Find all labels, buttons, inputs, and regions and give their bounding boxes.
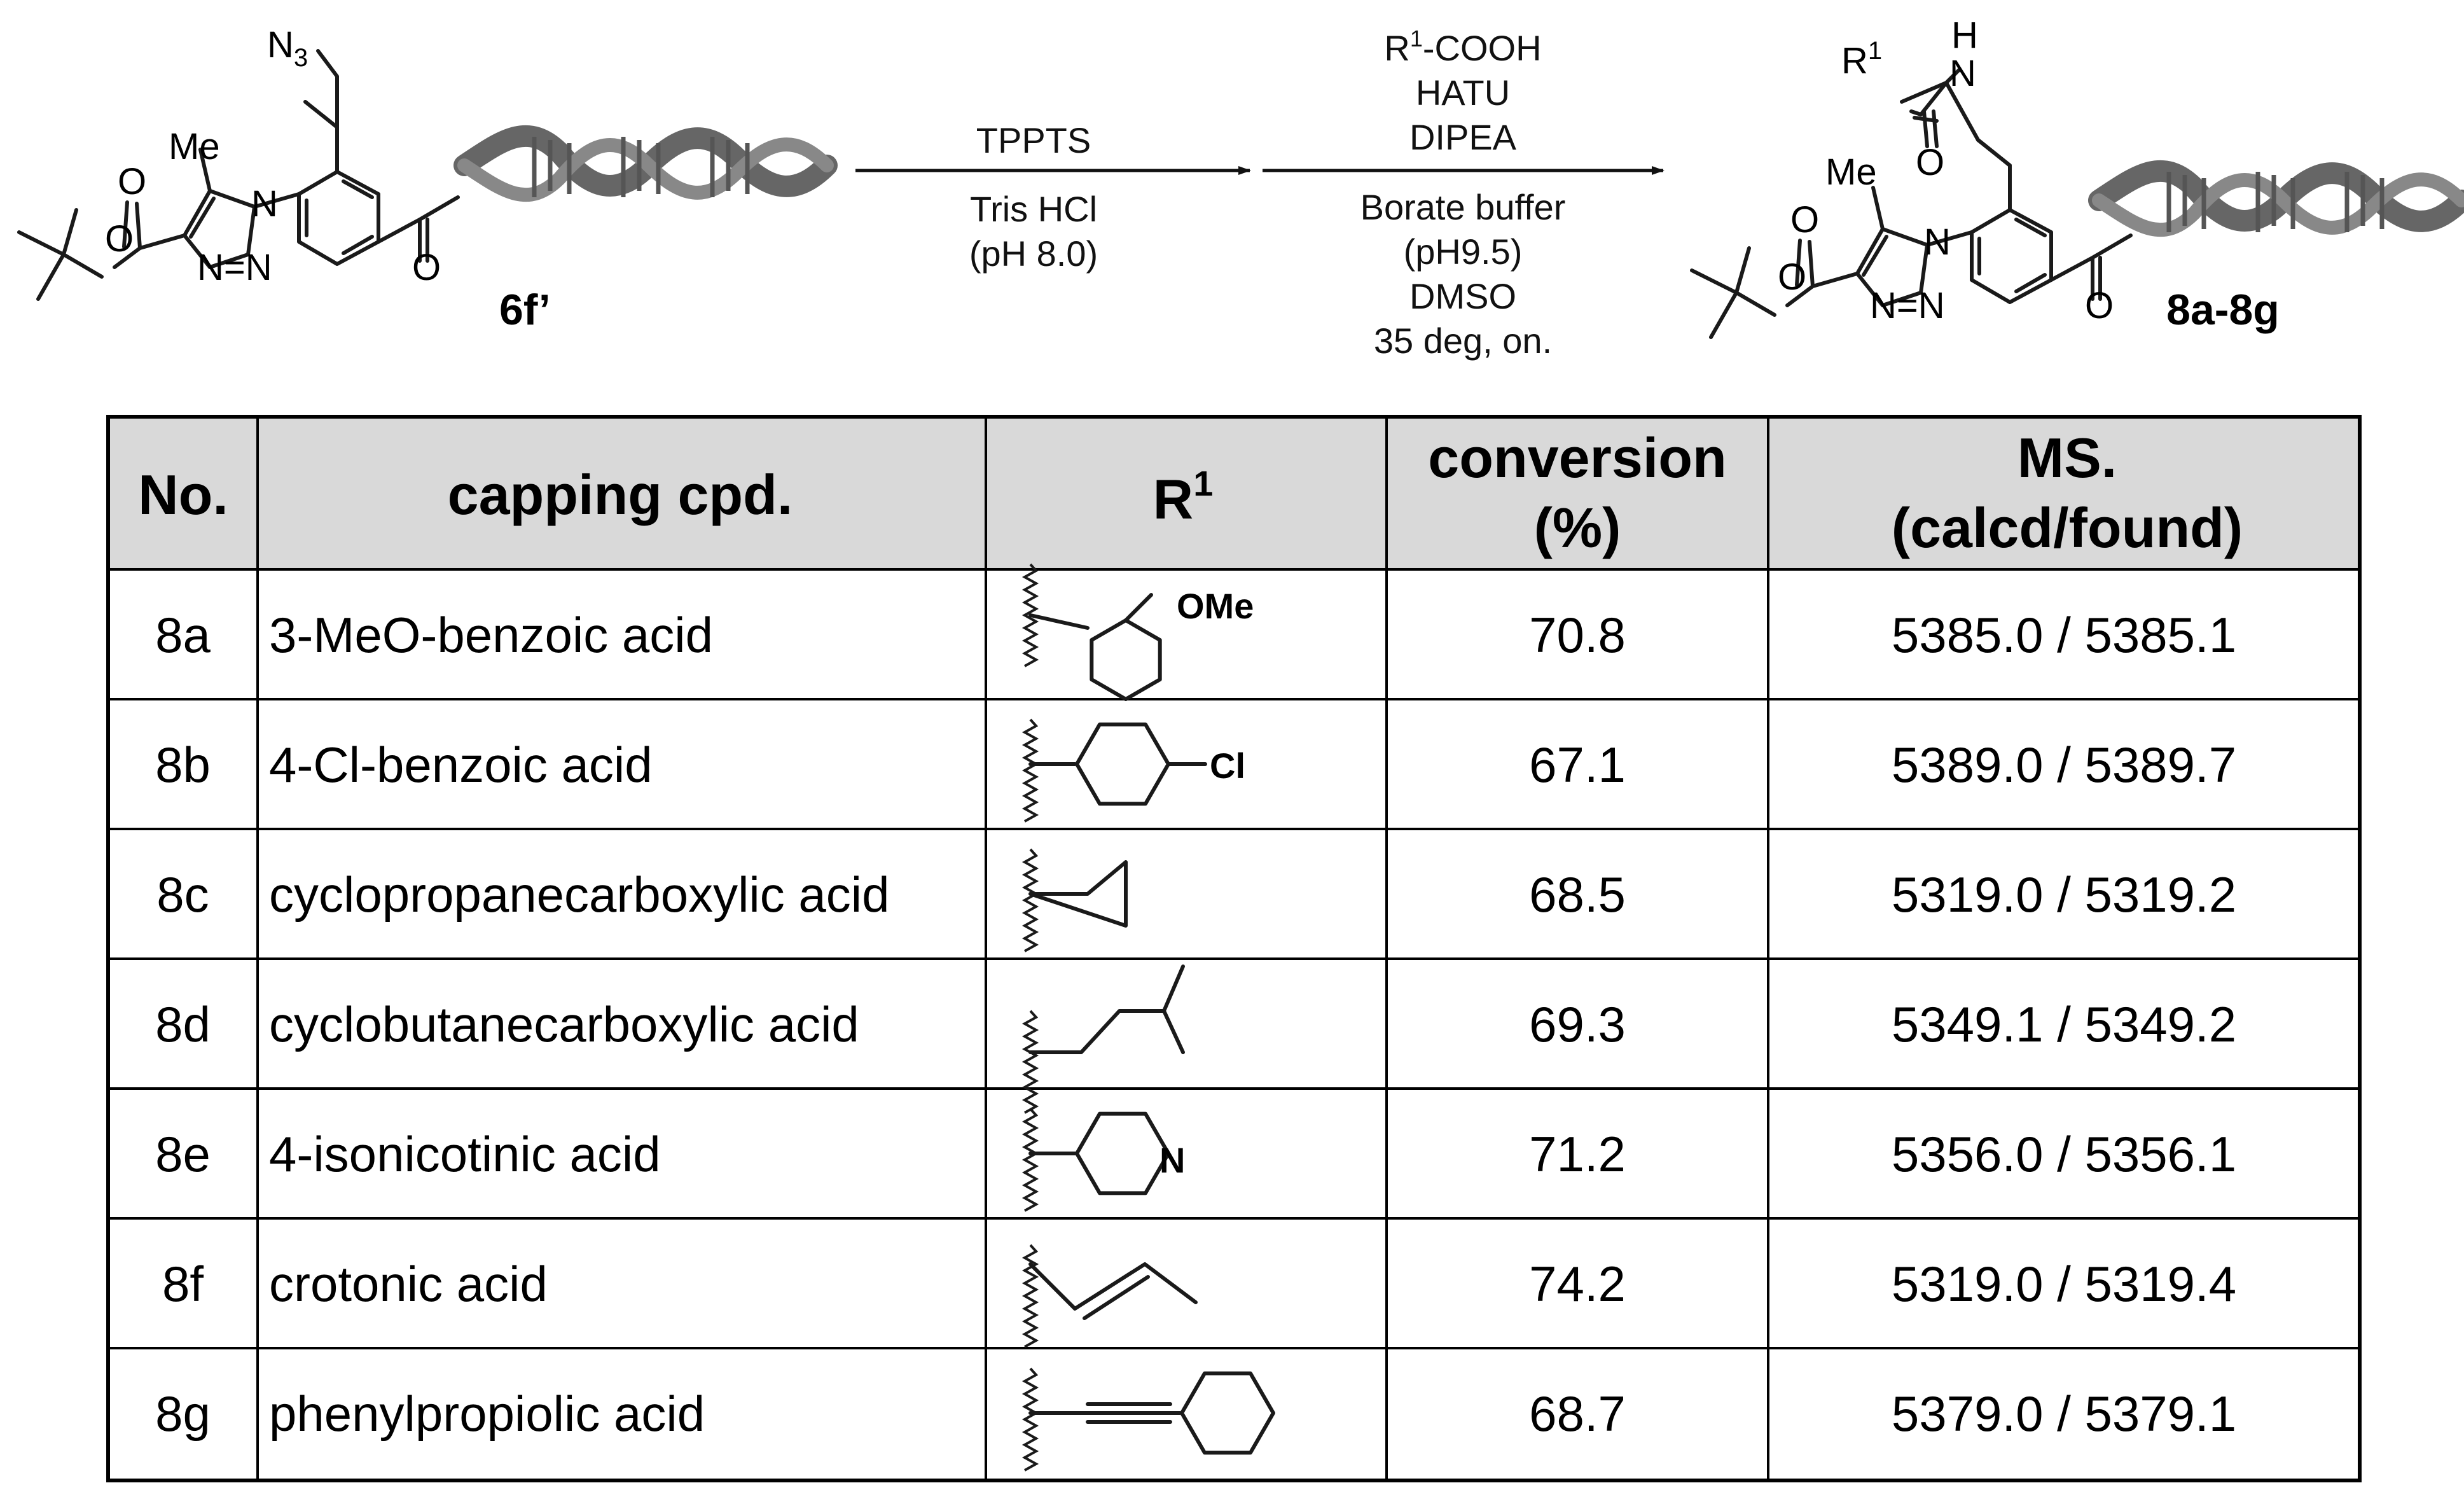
table-border <box>106 415 2362 1482</box>
attachment-wavy-bond <box>1021 1244 1039 1348</box>
cell-ms: 5385.0 / 5385.1 <box>1892 607 2236 663</box>
r1-methoxy-label: OMe <box>1177 586 1254 626</box>
header-ms-detail: (calcd/found) <box>1892 496 2243 559</box>
product-methyl-label: Me <box>1825 151 1877 193</box>
product-ester-oxygen: O <box>1778 256 1806 298</box>
table-row: 8g phenylpropiolic acid 68.7 5379.0 / 5379.… <box>155 1367 2236 1472</box>
table-header-background <box>108 417 2360 569</box>
cell-no: 8e <box>155 1126 211 1182</box>
cell-capping-compound: cyclobutanecarboxylic acid <box>269 996 859 1052</box>
product-amide-h: H <box>1951 15 1978 56</box>
step2-base: DIPEA <box>1409 117 1517 157</box>
step1-reagent: TPPTS <box>976 120 1091 160</box>
table-grid <box>108 417 2360 1480</box>
cell-ms: 5349.1 / 5349.2 <box>1892 996 2236 1052</box>
header-capping: capping cpd. <box>448 463 793 526</box>
attachment-wavy-bond <box>1021 848 1039 952</box>
table-row: 8f crotonic acid 74.2 5319.0 / 5319.4 <box>162 1244 2236 1348</box>
compound-label-6f: 6f’ <box>499 286 551 334</box>
table-row: 8d cyclobutanecarboxylic acid 69.3 5349.1 /… <box>155 964 2236 1114</box>
triazole-n1-label: N <box>251 183 278 225</box>
r1-chloro-label: Cl <box>1210 746 1245 786</box>
step2-conditions: 35 deg, on. <box>1374 321 1552 361</box>
cell-conversion: 71.2 <box>1529 1126 1626 1182</box>
carbonyl-oxygen-label: O <box>118 161 146 202</box>
table-row: 8a 3-MeO-benzoic acid OMe 70.8 5385.0 / 5385… <box>155 563 2236 701</box>
cell-no: 8a <box>155 607 211 663</box>
cell-conversion: 69.3 <box>1529 996 1626 1052</box>
cell-r1-structure <box>1021 848 1128 952</box>
attachment-wavy-bond <box>1021 1010 1039 1114</box>
product-r1-label: R1 <box>1841 37 1882 81</box>
cell-r1-structure <box>1021 1367 1275 1472</box>
cell-ms: 5389.0 / 5389.7 <box>1892 737 2236 793</box>
table-row: 8e 4-isonicotinic acid N 71.2 5356.0 / 5356.… <box>155 1108 2236 1212</box>
cell-no: 8f <box>162 1256 204 1312</box>
azide-label: N3 <box>267 24 308 72</box>
step1-buffer: Tris HCl <box>970 189 1097 229</box>
attachment-wavy-bond <box>1021 718 1039 823</box>
cell-no: 8d <box>155 996 211 1052</box>
cell-conversion: 68.5 <box>1529 867 1626 923</box>
table-body: 8a 3-MeO-benzoic acid OMe 70.8 5385.0 / 5385… <box>155 563 2236 1472</box>
header-no: No. <box>138 463 228 526</box>
cell-conversion: 67.1 <box>1529 737 1626 793</box>
cell-r1-structure: Cl <box>1021 718 1245 823</box>
product-triazole-n-labels: N=N <box>1870 285 1945 326</box>
table-row: 8b 4-Cl-benzoic acid Cl 67.1 5389.0 / 5389.7 <box>155 718 2236 823</box>
product-carbonyl-oxygen: O <box>1790 199 1819 240</box>
cell-r1-structure: N <box>1021 1108 1185 1212</box>
attachment-wavy-bond <box>1021 563 1039 667</box>
header-ms: MS. <box>2018 426 2117 489</box>
cell-conversion: 70.8 <box>1529 607 1626 663</box>
header-conversion-unit: (%) <box>1534 496 1621 559</box>
header-conversion: conversion <box>1428 426 1726 489</box>
dna-helix-icon <box>464 136 827 197</box>
cell-capping-compound: 3-MeO-benzoic acid <box>269 607 713 663</box>
step2-solvent: DMSO <box>1409 276 1516 316</box>
cell-no: 8b <box>155 737 211 793</box>
cell-capping-compound: crotonic acid <box>269 1256 548 1312</box>
ketone-oxygen-label: O <box>412 247 441 288</box>
cell-r1-structure: OMe <box>1021 563 1254 701</box>
cell-no: 8g <box>155 1386 211 1442</box>
r1-pyridine-n-label: N <box>1159 1140 1185 1180</box>
triazole-n-labels: N=N <box>197 247 272 288</box>
cell-r1-structure <box>1021 1244 1198 1348</box>
cell-capping-compound: 4-Cl-benzoic acid <box>269 737 653 793</box>
cell-capping-compound: cyclopropanecarboxylic acid <box>269 867 890 923</box>
cell-ms: 5319.0 / 5319.4 <box>1892 1256 2236 1312</box>
step2-coupling-reagent: HATU <box>1416 73 1510 113</box>
attachment-wavy-bond <box>1021 1367 1039 1472</box>
product-triazole-n1: N <box>1924 221 1951 263</box>
product-structure: O O O N=N N Me R1 O N H 8a-8g <box>1692 15 2461 337</box>
product-ketone-oxygen: O <box>2085 285 2114 326</box>
product-amide-oxygen: O <box>1916 142 1944 183</box>
cell-ms: 5319.0 / 5319.2 <box>1892 867 2236 923</box>
cell-capping-compound: phenylpropiolic acid <box>269 1386 705 1442</box>
product-amide-n: N <box>1949 53 1976 94</box>
ester-oxygen-label: O <box>105 218 134 260</box>
starting-material-structure: O O O N=N N Me N3 6f’ <box>19 24 827 334</box>
table-row: 8c cyclopropanecarboxylic acid 68.5 5319.0 … <box>156 848 2236 952</box>
cell-ms: 5356.0 / 5356.1 <box>1892 1126 2236 1182</box>
compound-label-8a-8g: 8a-8g <box>2166 286 2280 334</box>
cell-capping-compound: 4-isonicotinic acid <box>269 1126 661 1182</box>
methyl-label: Me <box>169 126 220 167</box>
step2-buffer: Borate buffer <box>1360 187 1566 227</box>
step2-ph: (pH9.5) <box>1404 232 1523 272</box>
cell-ms: 5379.0 / 5379.1 <box>1892 1386 2236 1442</box>
cell-no: 8c <box>156 867 209 923</box>
cell-conversion: 68.7 <box>1529 1386 1626 1442</box>
step1-ph: (pH 8.0) <box>969 233 1098 274</box>
step2-acid: R1-COOH <box>1384 25 1541 68</box>
attachment-wavy-bond <box>1021 1108 1039 1212</box>
results-table: No. capping cpd. R1 conversion (%) MS. (… <box>106 415 2362 1482</box>
cell-r1-structure <box>1021 964 1185 1114</box>
dna-helix-icon-product <box>2099 171 2461 232</box>
cell-conversion: 74.2 <box>1529 1256 1626 1312</box>
